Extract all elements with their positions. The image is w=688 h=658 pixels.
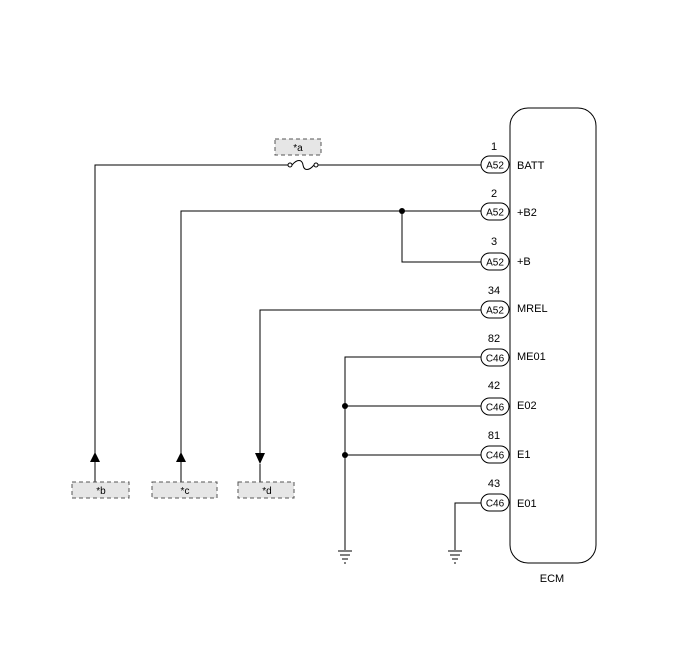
pin-number: 2 xyxy=(491,188,497,200)
pin-number: 82 xyxy=(488,333,500,345)
terminal-name: ME01 xyxy=(517,351,546,363)
callout-c: *c xyxy=(151,481,218,499)
connector-label: C46 xyxy=(486,451,505,462)
terminal-name: +B2 xyxy=(517,207,537,219)
callout-a-text: *a xyxy=(293,143,303,154)
connector-label: A52 xyxy=(486,306,504,317)
arrow-up-icon xyxy=(90,452,100,462)
wire-ground-e01 xyxy=(448,502,481,564)
callout-d-text: *d xyxy=(262,486,271,497)
connector-label: A52 xyxy=(486,208,504,219)
arrow-down-icon xyxy=(255,453,265,464)
pin-b2: 2 A52 +B2 xyxy=(480,188,537,221)
terminal-name: MREL xyxy=(517,303,548,315)
connector-oval xyxy=(480,397,510,416)
connector-oval xyxy=(480,155,510,174)
splice-dot xyxy=(342,452,348,458)
wire-ground-main xyxy=(338,356,481,564)
terminal-name: E1 xyxy=(517,449,530,461)
terminal-name: E02 xyxy=(517,400,537,412)
callout-a: *a xyxy=(274,138,322,156)
pin-batt: 1 A52 BATT xyxy=(480,141,545,174)
callout-d: *d xyxy=(237,481,295,499)
pin-number: 43 xyxy=(488,478,500,490)
wire-b2 xyxy=(176,208,481,482)
connector-label: C46 xyxy=(486,354,505,365)
connector-label: C46 xyxy=(486,403,505,414)
ecm-body xyxy=(509,107,597,564)
pin-number: 81 xyxy=(488,430,500,442)
connector-oval xyxy=(480,202,510,221)
callout-b: *b xyxy=(71,481,130,499)
pin-number: 1 xyxy=(491,141,497,153)
fuse-icon xyxy=(291,160,315,170)
ecm-label: ECM xyxy=(540,573,564,585)
pin-me01: 82 C46 ME01 xyxy=(480,333,546,367)
connector-oval xyxy=(480,493,510,512)
ground-icon xyxy=(448,550,462,564)
callout-c-text: *c xyxy=(181,486,190,497)
splice-dot xyxy=(399,208,405,214)
callout-b-text: *b xyxy=(96,486,106,497)
connector-label: C46 xyxy=(486,499,505,510)
terminal-name: E01 xyxy=(517,498,537,510)
connector-oval xyxy=(480,445,510,464)
pin-e02: 42 C46 E02 xyxy=(480,380,537,416)
terminal-name: BATT xyxy=(517,160,545,172)
pin-b: 3 A52 +B xyxy=(480,236,531,271)
connector-oval xyxy=(480,348,510,367)
pin-number: 42 xyxy=(488,380,500,392)
ground-icon xyxy=(338,550,352,564)
terminal-name: +B xyxy=(517,256,531,268)
wire-batt xyxy=(90,160,481,482)
splice-dot xyxy=(342,403,348,409)
connector-label: A52 xyxy=(486,161,504,172)
pin-mrel: 34 A52 MREL xyxy=(480,285,548,319)
wire-mrel xyxy=(255,309,481,482)
connector-label: A52 xyxy=(486,258,504,269)
connector-oval xyxy=(480,300,510,319)
pin-e1: 81 C46 E1 xyxy=(480,430,530,464)
arrow-up-icon xyxy=(176,452,186,462)
connector-oval xyxy=(480,252,510,271)
pin-e01: 43 C46 E01 xyxy=(480,478,537,512)
pin-number: 34 xyxy=(488,285,500,297)
pin-number: 3 xyxy=(491,236,497,248)
